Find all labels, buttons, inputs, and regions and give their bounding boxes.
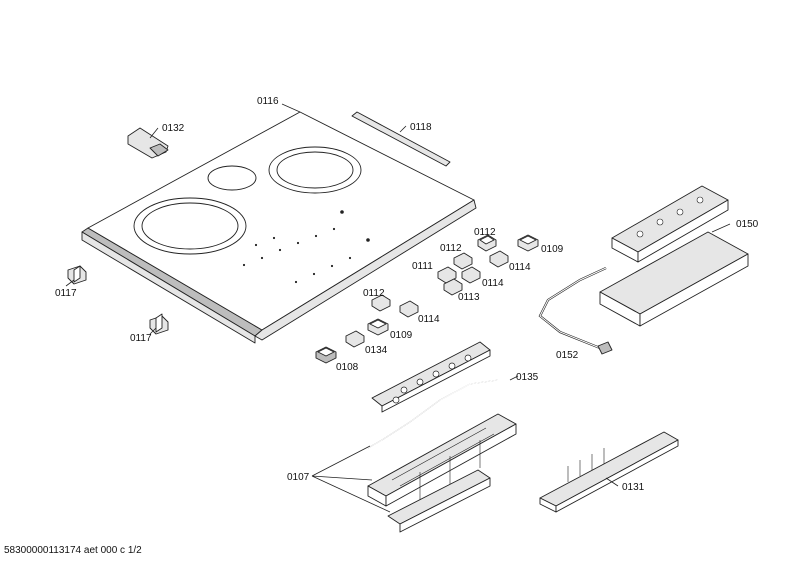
label-0114-a: 0114 <box>509 262 531 273</box>
label-0109-b: 0109 <box>390 330 413 341</box>
part-0114-knob-c <box>399 300 419 318</box>
label-0132: 0132 <box>162 123 185 134</box>
part-control-board <box>371 341 491 413</box>
part-0132-bracket <box>127 127 169 159</box>
label-0112-a: 0112 <box>474 227 496 238</box>
document-id-footer: 58300000113174 aet 000 c 1/2 <box>4 545 142 556</box>
part-0112-knob-a <box>477 234 497 252</box>
part-0152-cable <box>538 267 613 355</box>
label-0118: 0118 <box>410 122 432 133</box>
label-0134: 0134 <box>365 345 388 356</box>
label-0112-b: 0112 <box>440 243 462 254</box>
part-0112-knob-c <box>371 294 391 312</box>
label-0114-b: 0114 <box>482 278 504 289</box>
label-0112-c: 0112 <box>363 288 385 299</box>
label-0135: 0135 <box>516 372 539 383</box>
part-0118-trim-strip <box>351 111 451 167</box>
part-knob-group <box>315 234 539 364</box>
label-0111: 0111 <box>412 261 433 272</box>
label-0107: 0107 <box>287 472 310 483</box>
part-0114-knob-b <box>461 266 481 284</box>
part-0107-housing <box>367 413 517 533</box>
part-0109-knob-b <box>367 318 389 336</box>
label-0117-upper: 0117 <box>55 288 77 299</box>
part-0150-module <box>599 185 749 327</box>
callout-labels: 0116 0118 0132 0117 0117 0112 0109 0112 … <box>55 96 759 493</box>
label-0117-lower: 0117 <box>130 333 152 344</box>
part-0117-clip-upper <box>67 265 87 285</box>
part-0109-knob-a <box>517 234 539 252</box>
part-0116-glass-cooktop <box>81 111 477 344</box>
part-0114-knob-a <box>489 250 509 268</box>
label-0114-c: 0114 <box>418 314 440 325</box>
part-0135-cable <box>367 379 510 449</box>
part-0108-knob <box>315 346 337 364</box>
label-0113: 0113 <box>458 292 480 303</box>
label-0131: 0131 <box>622 482 645 493</box>
label-0152: 0152 <box>556 350 579 361</box>
part-0131-rail <box>539 431 679 513</box>
label-0150: 0150 <box>736 219 759 230</box>
part-0111-knob <box>437 266 457 284</box>
part-0112-knob-b <box>453 252 473 270</box>
part-0134-knob <box>345 330 365 348</box>
leader-lines <box>65 103 731 513</box>
label-0108: 0108 <box>336 362 359 373</box>
part-0113-knob <box>443 278 463 296</box>
label-0116: 0116 <box>257 96 279 107</box>
label-0109-a: 0109 <box>541 244 564 255</box>
